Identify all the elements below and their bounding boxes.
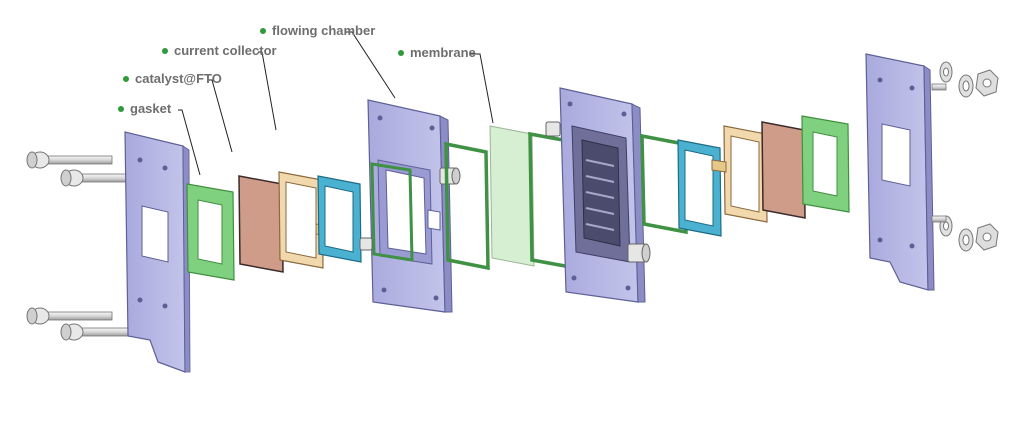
label-membrane: membrane xyxy=(398,45,476,61)
right-fasteners xyxy=(931,61,999,252)
blue-gasket-left xyxy=(317,175,362,263)
leader-gasket xyxy=(178,109,201,176)
label-catalyst-fto: catalyst@FTO xyxy=(123,71,222,87)
blue-gasket-right xyxy=(677,139,722,237)
washer-icon xyxy=(939,61,953,83)
label-flowing-chamber: flowing chamber xyxy=(260,23,375,39)
current-collector-frame-right xyxy=(711,125,768,223)
leader-membrane xyxy=(470,53,494,124)
nut-icon xyxy=(975,69,999,97)
bullet-icon xyxy=(123,75,129,82)
bolt-icon xyxy=(26,151,113,169)
leader-flowing-chamber xyxy=(345,31,396,99)
bolt-icon xyxy=(931,215,947,223)
membrane-sheet xyxy=(489,125,535,267)
bullet-icon xyxy=(118,105,124,112)
leader-lines xyxy=(178,31,494,176)
left-end-plate xyxy=(124,131,191,373)
fitting-icon xyxy=(545,121,561,137)
flowing-chamber-left xyxy=(359,99,461,313)
washer-icon xyxy=(958,228,974,252)
bullet-icon xyxy=(162,47,168,54)
catalyst-fto-slide xyxy=(238,175,284,273)
bolt-icon xyxy=(931,83,947,91)
washer-icon xyxy=(958,74,974,98)
fitting-icon xyxy=(439,167,461,185)
label-current-collector: current collector xyxy=(162,43,277,59)
leader-current-collector xyxy=(258,51,277,131)
catalyst-fto-slide-right xyxy=(761,121,806,219)
nut-icon xyxy=(975,223,999,251)
leader-catalyst xyxy=(208,79,233,153)
o-ring-left xyxy=(444,141,490,271)
fitting-icon xyxy=(627,243,651,263)
fitting-icon xyxy=(359,237,373,251)
bullet-icon xyxy=(260,27,266,34)
bullet-icon xyxy=(398,49,404,56)
left-bolts xyxy=(26,151,149,341)
bolt-icon xyxy=(26,307,113,325)
flowing-chamber-right xyxy=(545,87,651,303)
right-end-plate xyxy=(865,53,935,291)
gasket-left xyxy=(186,183,235,281)
o-ring-right-2 xyxy=(640,133,688,235)
gasket-right xyxy=(801,115,850,213)
label-gasket: gasket xyxy=(118,101,171,117)
